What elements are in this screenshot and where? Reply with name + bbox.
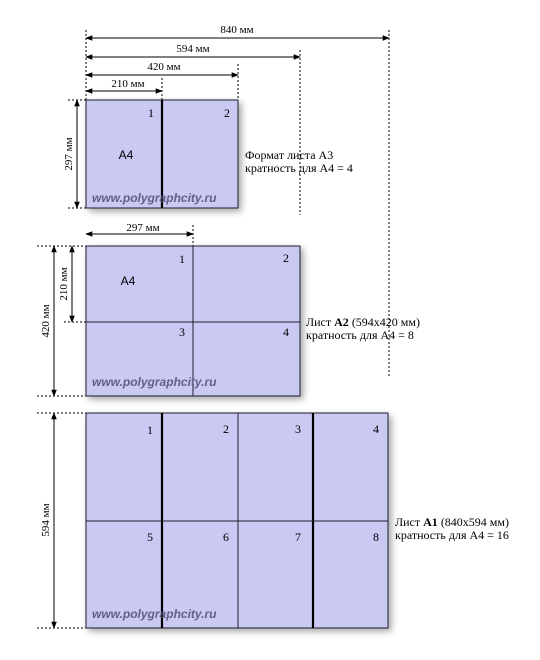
a1-watermark: www.polygraphcity.ru (92, 607, 217, 621)
a3-a4-label: A4 (119, 148, 134, 162)
a3-watermark: www.polygraphcity.ru (92, 191, 217, 205)
a1-caption-line1: Лист A1 (840х594 мм) (395, 515, 509, 529)
a2-part-2: 2 (283, 251, 289, 265)
a1-part-6: 6 (223, 530, 229, 544)
a2-part-3: 3 (179, 325, 185, 339)
a2-caption-line1: Лист A2 (594х420 мм) (306, 315, 420, 329)
a1-part-1: 1 (147, 423, 153, 437)
a2-part-4: 4 (283, 325, 289, 339)
a1-caption-line2: кратность для А4 = 16 (395, 528, 509, 542)
a3-side-dim-label: 297 мм (63, 137, 75, 170)
a1-part-4: 4 (373, 422, 379, 436)
a1-part-2: 2 (223, 422, 229, 436)
a1-part-3: 3 (295, 422, 301, 436)
a2-part-1: 1 (179, 252, 185, 266)
a1-side-dim-label: 594 мм (40, 503, 52, 536)
a2-caption-line2: кратность для А4 = 8 (306, 328, 414, 342)
dim-840-label: 840 мм (220, 24, 253, 36)
a3-part-1: 1 (148, 106, 154, 120)
a2-top-dim-label: 297 мм (126, 222, 159, 234)
top-dimensions: 840 мм 594 мм 420 мм 210 мм (85, 24, 390, 94)
a3-caption-line2: кратность для А4 = 4 (245, 161, 353, 175)
a1-part-5: 5 (147, 530, 153, 544)
dim-594-label: 594 мм (176, 43, 209, 55)
a1-part-7: 7 (295, 530, 301, 544)
a3-sheet-group: 297 мм 1 2 A4 www.polygraphcity.ru Форма… (63, 99, 353, 209)
dim-210-label: 210 мм (111, 78, 144, 90)
dim-420-label: 420 мм (147, 61, 180, 73)
reference-lines (37, 30, 390, 629)
a2-side-inner-label: 210 мм (58, 267, 70, 300)
a2-a4-label: A4 (121, 274, 136, 288)
a3-part-2: 2 (224, 106, 230, 120)
a2-sheet-group: 297 мм 420 мм 210 мм 1 2 3 4 A4 www.poly… (40, 222, 420, 397)
a2-watermark: www.polygraphcity.ru (92, 375, 217, 389)
a1-part-8: 8 (373, 530, 379, 544)
a1-sheet-group: 594 мм 1 2 3 4 5 6 7 8 www.polygraphcity… (40, 412, 509, 629)
a3-caption-line1: Формат листа А3 (245, 148, 333, 162)
a2-side-outer-label: 420 мм (40, 304, 52, 337)
